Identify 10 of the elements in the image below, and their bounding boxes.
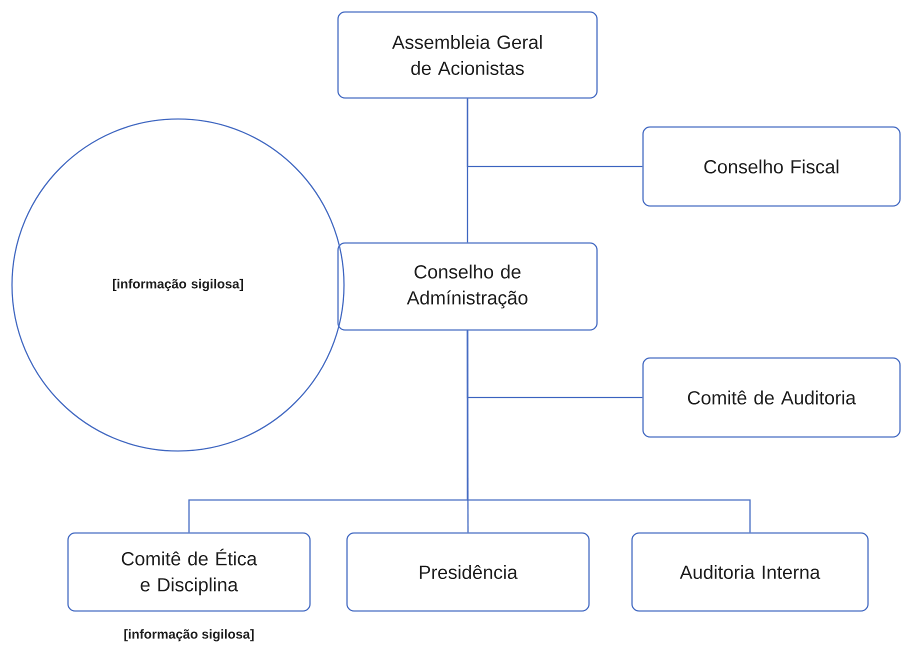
org-box: Auditoria Interna: [631, 532, 869, 612]
org-box: Assembleia Geral de Acionistas: [337, 11, 598, 99]
note-text: [informação sigilosa]: [124, 629, 254, 642]
org-box: Conselho Fiscal: [642, 126, 901, 207]
connector-line: [466, 98, 642, 168]
org-box: Comitê de Auditoria: [642, 357, 901, 438]
org-box: Presidência: [346, 532, 590, 612]
org-box: Comitê de Ética e Disciplina: [67, 532, 311, 612]
connector-line: [466, 330, 751, 532]
org-box: Conselho de Admínistração: [337, 242, 598, 331]
